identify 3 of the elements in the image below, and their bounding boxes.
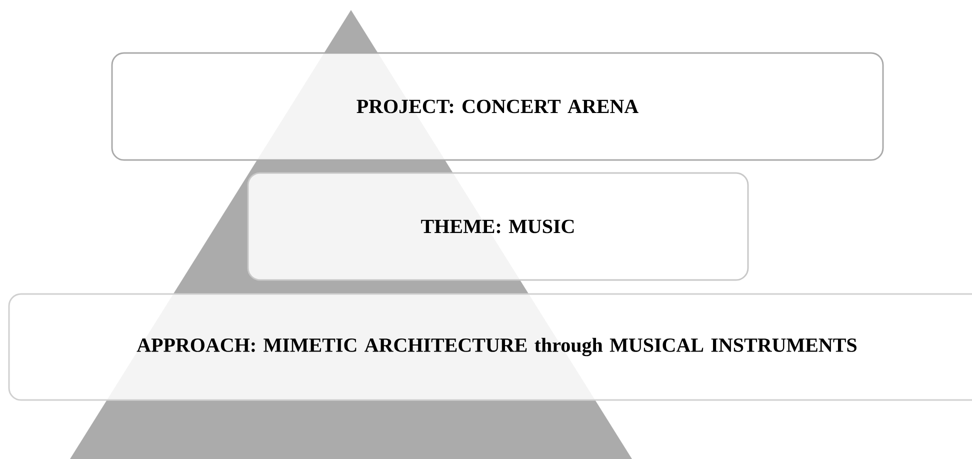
text-box: APPROACH: MIMETIC ARCHITECTURE through MUSICAL INSTRUMENTS <box>8 293 972 401</box>
text-box: PROJECT: CONCERT ARENA <box>111 52 884 161</box>
text-box: THEME: MUSIC <box>247 172 749 281</box>
